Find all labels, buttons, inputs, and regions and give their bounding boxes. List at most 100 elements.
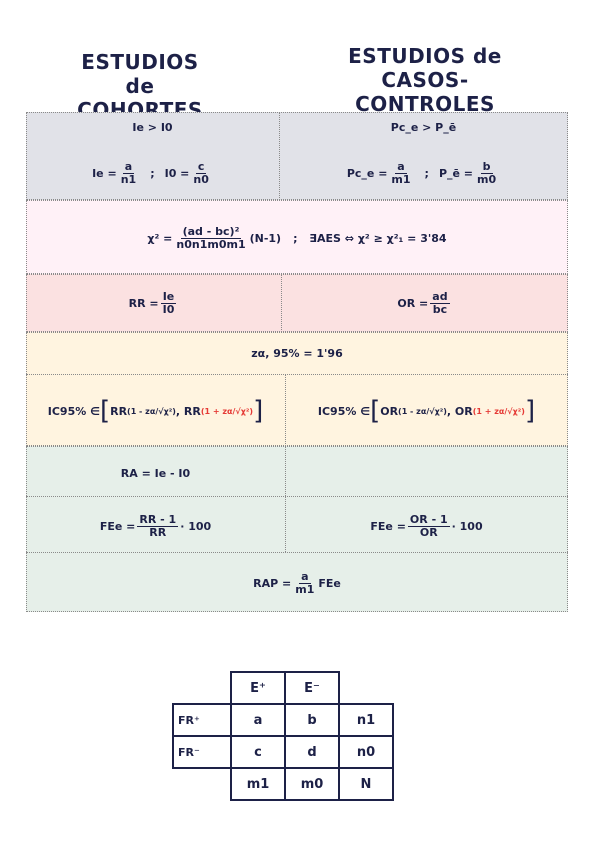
divider [26,496,568,497]
confidence-band [26,332,568,446]
or-exponent-upper: (1 + zα/√χ²) [472,406,525,416]
column-total: m1 [230,767,286,801]
rr-base: RR [110,404,128,418]
column-header: E⁻ [284,671,340,705]
io-numerator: c [195,159,207,174]
grand-total: N [338,767,394,801]
separator: ; [150,166,155,180]
rr-exponent-lower: (1 - zα/√χ²) [127,406,176,416]
rap-label: RAP = [253,576,292,590]
rr-confidence-interval: IC95% ∈ [ RR(1 - zα/√χ²), RR(1 + zα/√χ²)… [47,396,264,426]
row-label: FR⁻ [172,735,232,769]
pne-denominator: m0 [477,172,497,186]
aes-condition: ∃AES ⇔ χ² ≥ χ²₁ = 3'84 [309,231,447,245]
pne-numerator: b [480,159,493,174]
open-bracket: [ [370,396,381,426]
pe-greater-pne-text: Pc_e > P_ē [390,120,457,134]
ra-formula: RA = Ie - I0 [26,456,285,490]
chi-label: χ² = [147,231,173,245]
column-header: E⁺ [230,671,286,705]
case-control-title-line2: CASOS-CONTROLES [355,68,495,116]
ra-text: RA = Ie - I0 [120,466,191,480]
fe-tail: · 100 [180,519,212,533]
table-cell: a [230,703,286,737]
pe-numerator: a [395,159,407,174]
table-header-row: E⁺ E⁻ [173,671,393,705]
separator: ; [424,166,429,180]
row-total: n0 [338,735,394,769]
or-numerator: ad [430,289,450,304]
divider [279,112,280,200]
case-control-title-line1: ESTUDIOS de [348,44,502,68]
rr-label: RR = [128,296,159,310]
fe-label: FEe = [99,519,136,533]
open-bracket: [ [99,396,111,426]
pe-greater-pne: Pc_e > P_ē [279,116,568,138]
attributable-band [26,446,568,612]
divider [26,552,568,553]
table-cell: c [230,735,286,769]
z-value-text: zα, 95% = 1'96 [251,346,343,360]
io-denominator: n0 [193,172,209,186]
fe-label: FEe = [370,519,406,533]
fe-numerator: RR - 1 [137,512,179,527]
risk-band [26,274,568,332]
io-label: I0 = [164,166,190,180]
ic-label: IC95% ∈ [317,404,371,418]
rr-base: RR [183,404,201,418]
ie-label: Ie = [92,166,117,180]
close-bracket: ] [524,396,536,426]
table-row: FR⁻ c d n0 [172,735,394,769]
separator: ; [293,231,298,245]
table-totals-row: m1 m0 N [173,767,394,801]
chi-square-band [26,200,568,274]
incidence-band [26,112,568,200]
contingency-table: E⁺ E⁻ FR⁺ a b n1 FR⁻ c d n0 m1 m0 N [172,671,394,801]
rr-denominator: I0 [162,302,175,316]
pne-label: P_ē = [438,166,474,180]
pe-denominator: m1 [391,172,411,186]
empty-cell [173,768,231,800]
table-cell: d [284,735,340,769]
or-label: OR = [397,296,429,310]
chi-tail: (N-1) [249,231,282,245]
column-total: m0 [284,767,340,801]
chi-denominator: n0n1m0m1 [176,237,246,251]
or-confidence-interval: IC95% ∈ [ OR(1 - zα/√χ²), OR(1 + zα/√χ²)… [317,396,536,426]
case-control-title: ESTUDIOS de CASOS-CONTROLES [320,44,530,116]
divider [285,446,286,552]
pe-label: Pc_e = [346,166,388,180]
rap-denominator: m1 [295,582,315,596]
empty-cell [339,672,393,704]
table-cell: b [284,703,340,737]
z-value: zα, 95% = 1'96 [26,338,568,368]
ie-greater-io: Ie > I0 [26,116,279,138]
close-bracket: ] [253,396,264,426]
divider [26,374,568,375]
ie-greater-io-text: Ie > I0 [132,120,173,134]
fe-tail: · 100 [451,519,483,533]
rr-numerator: Ie [160,289,177,304]
row-total: n1 [338,703,394,737]
or-exponent-lower: (1 - zα/√χ²) [398,406,447,416]
chi-numerator: (ad - bc)² [180,224,242,239]
or-base: OR [454,404,473,418]
rap-numerator: a [299,569,311,584]
or-denominator: bc [432,302,448,316]
fe-denominator: OR [419,525,438,539]
